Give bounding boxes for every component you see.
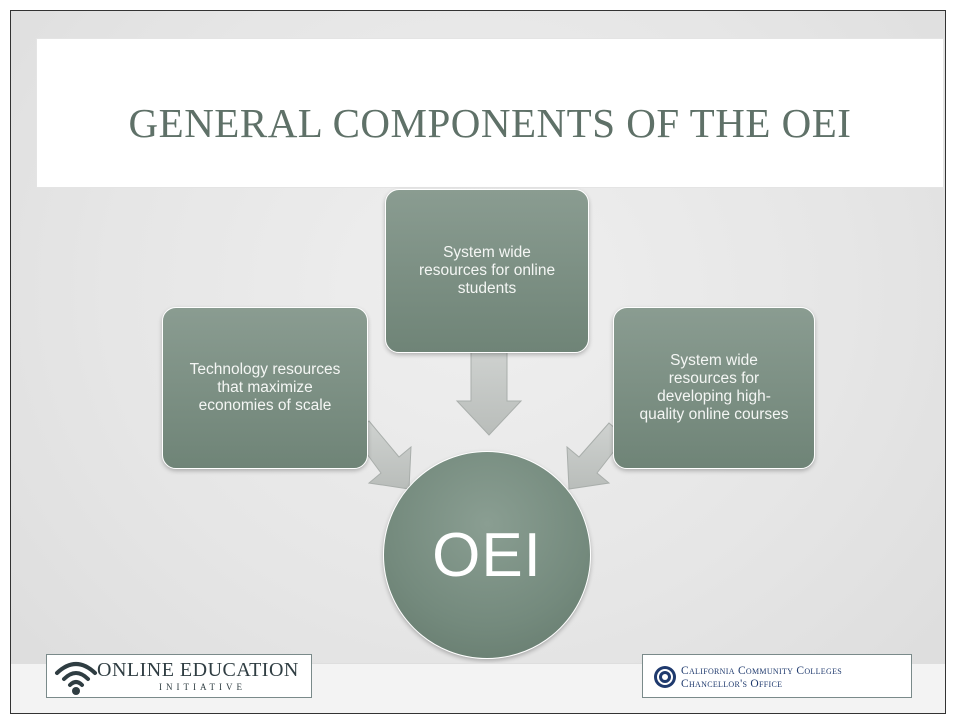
box-line: resources for: [668, 370, 760, 387]
box-line: quality online courses: [639, 406, 789, 423]
box-line: developing high-: [657, 388, 771, 405]
logo-name: ONLINE EDUCATION: [97, 659, 299, 681]
technology-resources-box: Technology resources that maximize econo…: [162, 307, 368, 469]
arrow-down: [455, 348, 523, 436]
box-line: resources for online: [418, 262, 556, 279]
box-line: that maximize: [217, 379, 313, 396]
oei-center-circle: OEI: [383, 451, 591, 659]
title-bar: GENERAL COMPONENTS OF THE OEI: [37, 39, 943, 187]
logo-line-2: Chancellor's Office: [681, 678, 783, 690]
slide-title: GENERAL COMPONENTS OF THE OEI: [128, 100, 852, 146]
oei-label: OEI: [432, 520, 542, 590]
slide: GENERAL COMPONENTS OF THE OEI System wid…: [10, 10, 946, 714]
seal-icon: [654, 666, 676, 688]
logo-tagline: INITIATIVE: [159, 682, 246, 692]
box-line: Technology resources: [189, 361, 341, 378]
course-development-resources-box: System wide resources for developing hig…: [613, 307, 815, 469]
online-education-initiative-logo: ONLINE EDUCATION INITIATIVE: [46, 654, 312, 698]
resources-online-students-box: System wide resources for online student…: [385, 189, 589, 353]
ccc-chancellors-office-logo: California Community Colleges Chancellor…: [642, 654, 912, 698]
box-line: economies of scale: [198, 397, 332, 414]
box-line: System wide: [443, 244, 531, 261]
box-line: students: [457, 280, 517, 297]
logo-line-1: California Community Colleges: [681, 665, 843, 677]
wifi-icon: [55, 662, 97, 695]
box-line: System wide: [670, 352, 758, 369]
